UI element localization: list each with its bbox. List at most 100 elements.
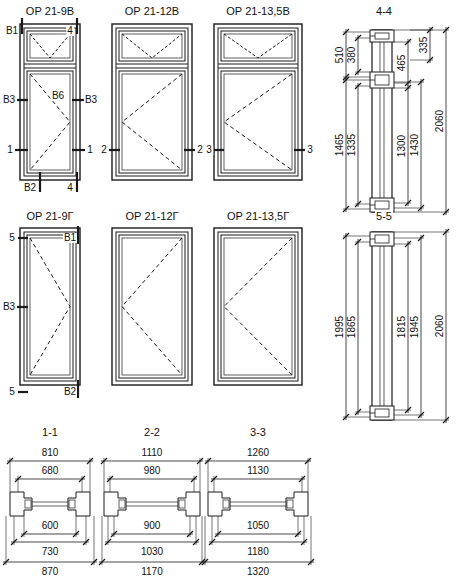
line <box>108 516 109 545</box>
line <box>394 42 411 43</box>
callout: В3 <box>84 95 98 105</box>
outline <box>119 71 185 173</box>
line <box>114 516 115 537</box>
outline <box>218 28 298 176</box>
callout: 680 <box>41 466 60 476</box>
dimension: 2060 <box>435 109 445 133</box>
outline <box>122 238 182 375</box>
line <box>358 35 359 75</box>
view-title: ОР 21-12Г <box>124 211 179 222</box>
line <box>355 412 370 413</box>
line <box>209 542 307 543</box>
outline <box>375 33 389 39</box>
dimension: 1300 <box>397 133 407 157</box>
line <box>302 476 303 492</box>
view-title: 5-5 <box>375 211 393 222</box>
callout: 5 <box>8 233 16 243</box>
line <box>394 208 424 209</box>
line <box>214 476 215 492</box>
line <box>126 502 178 503</box>
line <box>15 479 85 480</box>
line <box>110 476 111 492</box>
line <box>430 27 431 63</box>
opening-mark <box>286 492 308 516</box>
line <box>7 461 93 462</box>
outline <box>214 24 302 180</box>
opening-mark <box>224 74 292 170</box>
line <box>384 232 385 420</box>
callout: 1320 <box>246 567 270 577</box>
outline <box>24 28 76 176</box>
line <box>17 306 28 308</box>
line <box>343 236 370 237</box>
line <box>214 149 224 151</box>
callout: В6 <box>51 91 65 101</box>
line <box>184 149 195 151</box>
line <box>190 516 191 537</box>
outline <box>69 500 75 508</box>
dimension: 1465 <box>335 132 345 156</box>
line <box>107 479 197 480</box>
line <box>370 239 375 240</box>
outline <box>224 34 292 58</box>
line <box>200 458 201 492</box>
outline <box>30 238 70 375</box>
opening-mark <box>224 238 292 375</box>
line <box>39 172 41 192</box>
line <box>17 99 28 101</box>
outline <box>218 232 298 381</box>
callout: В3 <box>2 95 16 105</box>
callout: 1030 <box>140 547 164 557</box>
line <box>211 479 305 480</box>
outline <box>221 235 295 378</box>
line <box>343 417 370 418</box>
line <box>101 461 203 462</box>
callout: 730 <box>41 547 60 557</box>
line <box>18 476 19 492</box>
line <box>116 68 188 69</box>
line <box>105 542 199 543</box>
dimension: 1995 <box>335 314 345 338</box>
line <box>380 232 381 420</box>
outline <box>119 500 125 508</box>
line <box>394 88 411 89</box>
line <box>3 562 97 563</box>
outline <box>372 232 392 420</box>
outline <box>224 238 292 375</box>
outline <box>221 31 295 61</box>
view-title: ОР 21-9Г <box>26 211 75 222</box>
line <box>355 242 370 243</box>
line <box>202 516 203 565</box>
callout: 900 <box>143 521 162 531</box>
line <box>104 458 105 492</box>
line <box>394 244 411 245</box>
line <box>18 391 28 393</box>
outline <box>370 30 394 42</box>
line <box>77 226 79 244</box>
line <box>355 86 370 87</box>
line <box>76 516 77 537</box>
opening-mark <box>104 492 126 516</box>
outline <box>223 500 229 508</box>
callout: В2 <box>63 387 77 397</box>
line <box>102 516 103 565</box>
outline <box>221 71 295 173</box>
outline <box>27 71 73 173</box>
outline <box>112 228 192 385</box>
opening-mark <box>10 492 32 516</box>
callout: 1130 <box>246 466 270 476</box>
line <box>343 77 370 78</box>
line <box>230 506 286 507</box>
callout: 3 <box>306 145 314 155</box>
outline <box>122 74 182 170</box>
outline <box>287 500 293 508</box>
opening-mark <box>30 74 70 170</box>
line <box>10 458 11 492</box>
line <box>76 172 78 192</box>
outline <box>370 72 394 88</box>
outline <box>119 235 185 378</box>
line <box>394 238 424 239</box>
line <box>370 36 375 37</box>
line <box>343 80 370 81</box>
